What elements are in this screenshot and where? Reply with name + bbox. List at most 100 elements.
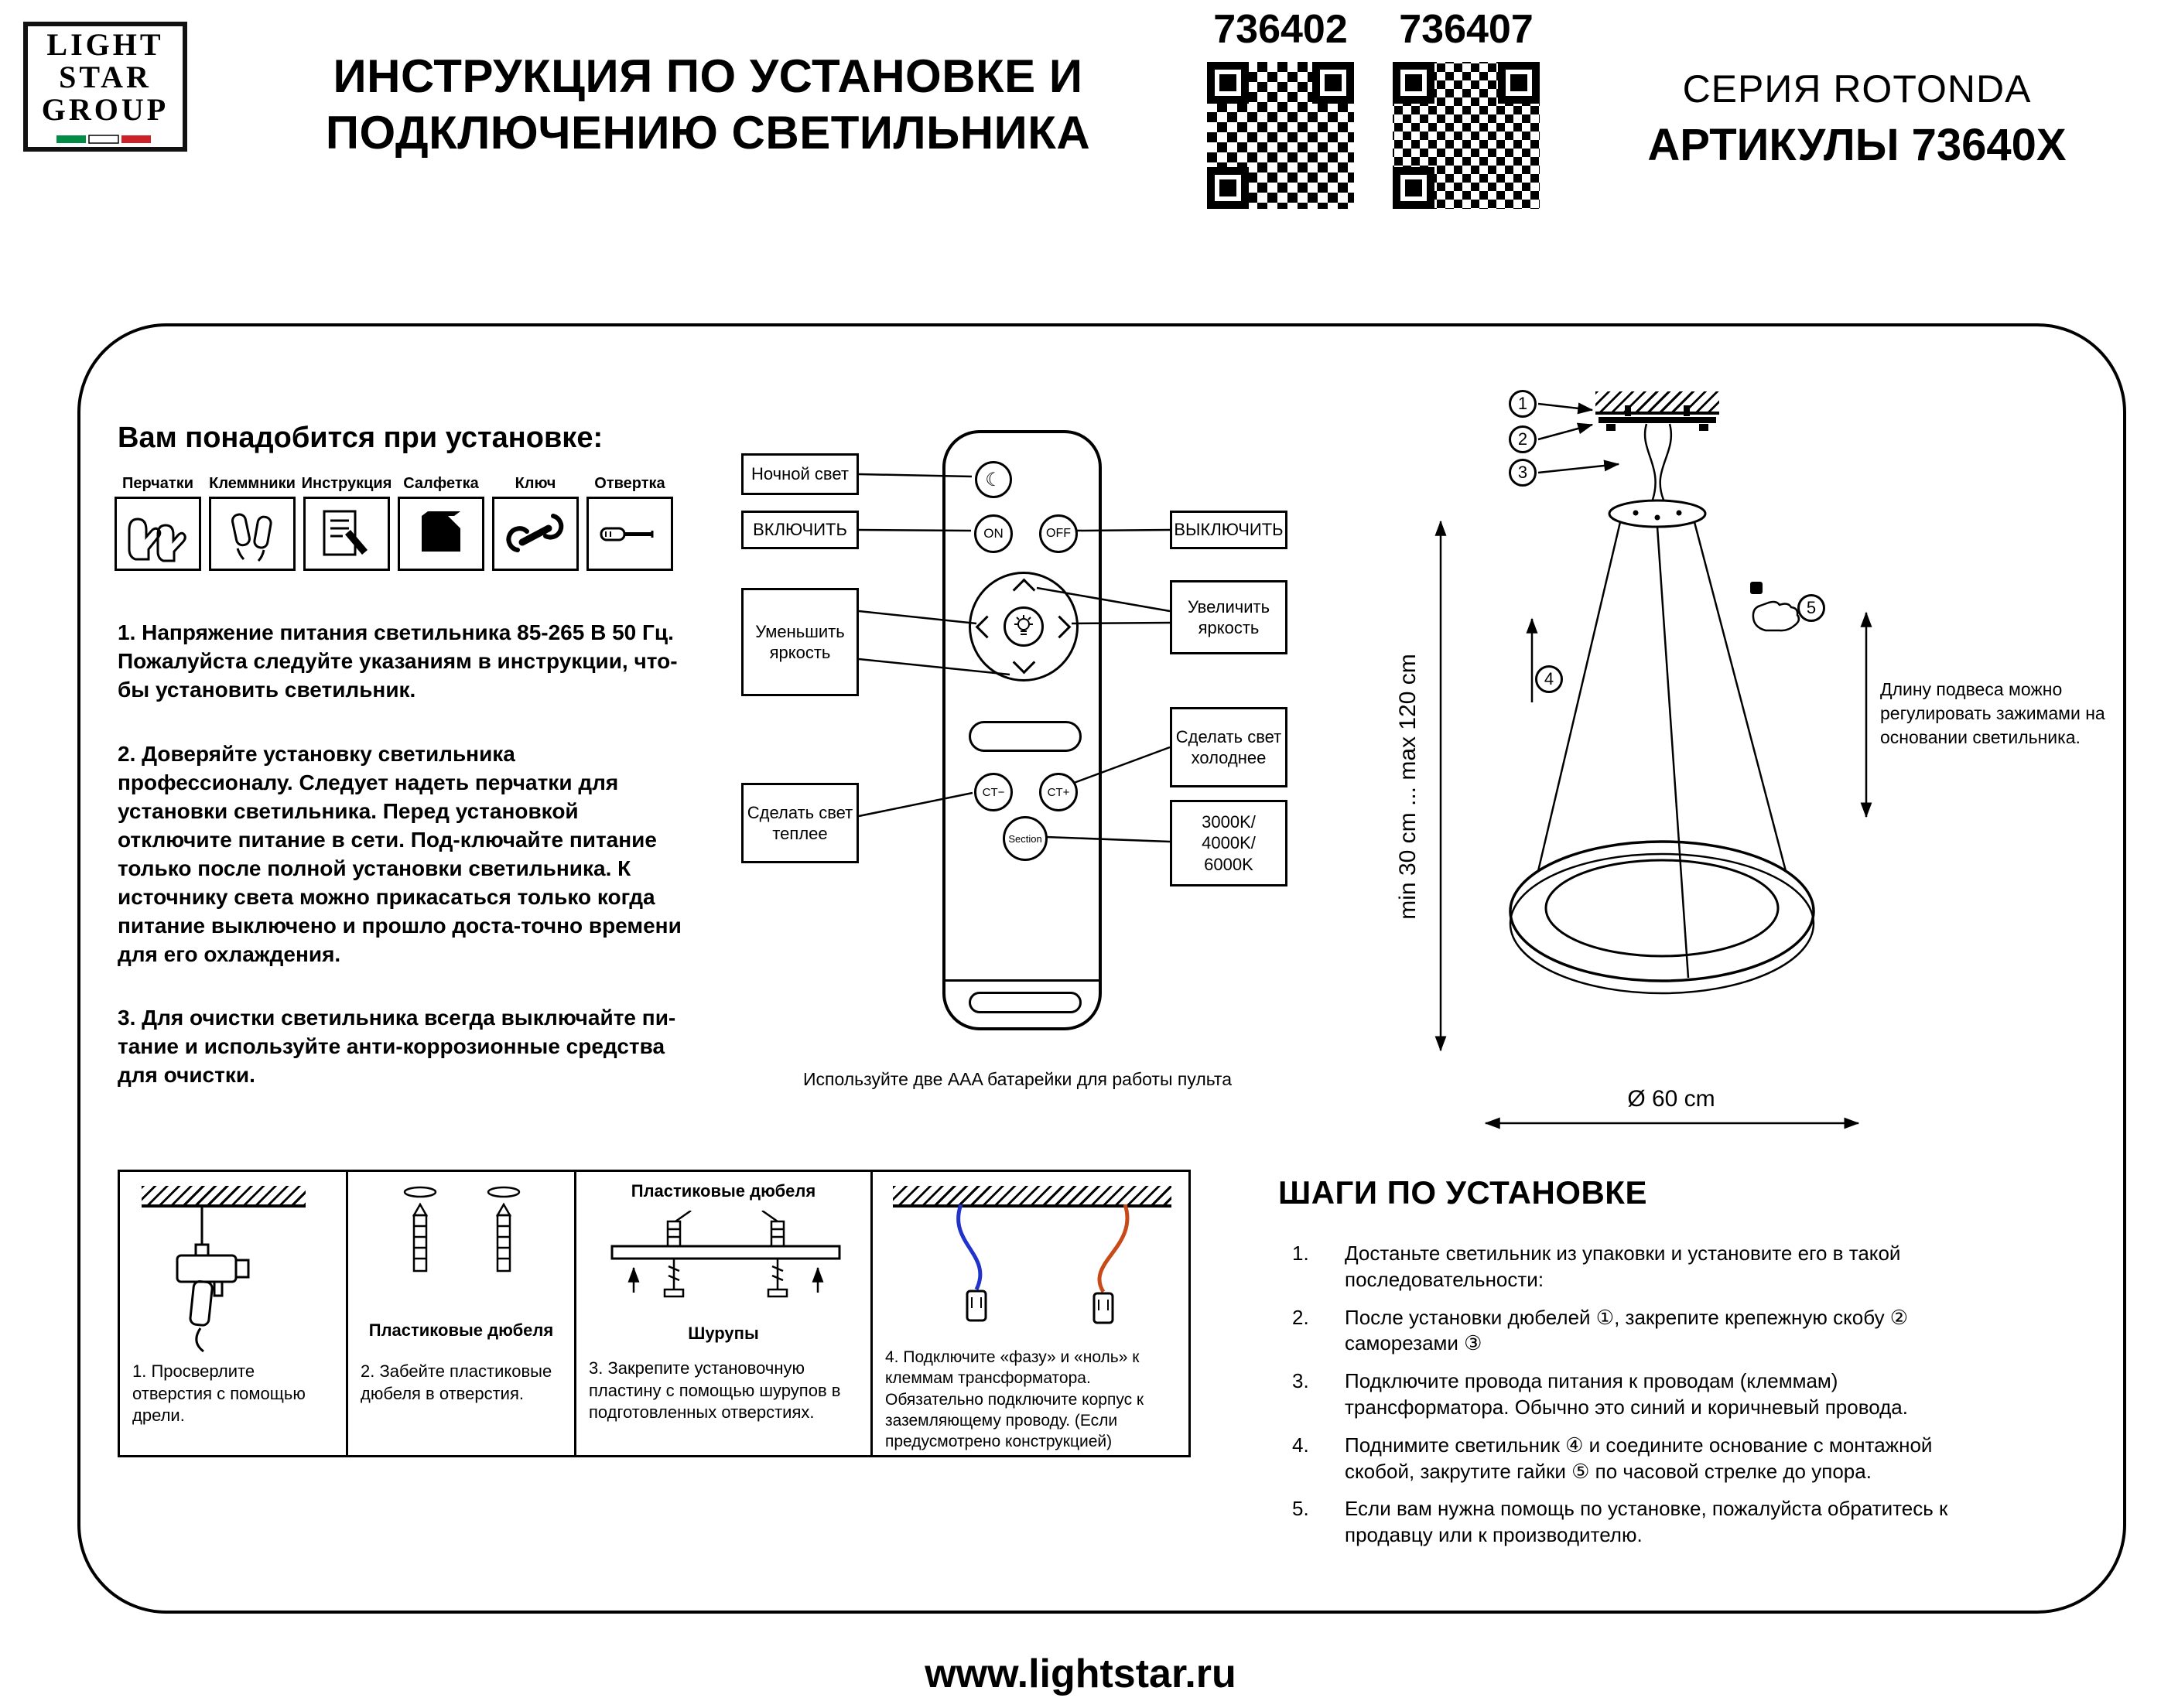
ceiling-hatch <box>1595 391 1719 415</box>
napkin-icon <box>422 511 460 552</box>
callout-1: 1 <box>1509 390 1537 418</box>
title-line: ПОДКЛЮЧЕНИЮ СВЕТИЛЬНИКА <box>325 107 1091 159</box>
tool-napkin: Салфетка <box>398 475 484 571</box>
tools-row: Перчатки Клеммники <box>115 475 673 571</box>
screwdriver-icon <box>600 527 654 541</box>
arrow-right-icon <box>1048 615 1072 639</box>
logo-text: GROUP <box>41 92 169 127</box>
safety-warnings: 1. Напряжение питания светильника 85-265… <box>118 619 690 1126</box>
italian-flag-icon <box>56 135 151 144</box>
label-turn-off: ВЫКЛЮЧИТЬ <box>1170 511 1287 549</box>
on-button: ON <box>974 514 1013 553</box>
neutral-wire <box>956 1204 983 1291</box>
step-item: 1. Достаньте светильник из упаковки и ус… <box>1292 1242 1901 1291</box>
ct-plus-button: CT+ <box>1039 773 1078 811</box>
callout-5: 5 <box>1797 594 1825 622</box>
panel-plate: Пластиковые дюбеля <box>574 1170 873 1457</box>
mounting-plate-icon <box>610 1211 841 1298</box>
wrench-icon <box>506 514 564 552</box>
battery-cover-notch <box>969 992 1082 1013</box>
qr-unit-2: 736407 <box>1387 6 1546 215</box>
battery-cover-line <box>945 979 1099 982</box>
callout-4: 4 <box>1535 665 1563 693</box>
qr-unit-1: 736402 <box>1201 6 1360 215</box>
panel-label: Пластиковые дюбеля <box>631 1181 816 1201</box>
panel-caption: 1. Просверлите отверстия с помощью дрели… <box>132 1361 306 1426</box>
qr-finder <box>1207 167 1249 209</box>
gloves-icon <box>128 518 186 562</box>
step-item: 3. Подключите провода питания к проводам… <box>1292 1369 1908 1419</box>
moon-icon: ☾ <box>985 469 1002 490</box>
warning-2: 2. Доверяйте установку светильника профе… <box>118 741 682 966</box>
drill-icon <box>176 1208 250 1353</box>
bulb-icon <box>1014 615 1033 635</box>
tools-heading: Вам понадобится при установке: <box>118 422 604 454</box>
article-number: 736407 <box>1399 7 1534 52</box>
diameter-label: Ø 60 cm <box>1627 1086 1715 1112</box>
warning-1: 1. Напряжение питания светильника 85-265… <box>118 620 678 702</box>
ct-minus-button: CT− <box>974 773 1013 811</box>
label-cooler: Сделать свет холоднее <box>1170 707 1287 787</box>
qr-code <box>1387 56 1546 215</box>
title-line: ИНСТРУКЦИЯ ПО УСТАНОВКЕ И <box>333 50 1083 102</box>
lightstar-logo: LIGHT STAR GROUP <box>23 22 187 152</box>
panel-drill: 1. Просверлите отверстия с помощью дрели… <box>118 1170 348 1457</box>
terminal-blocks-icon <box>231 513 272 562</box>
logo-text: STAR <box>59 60 152 94</box>
section-button: Section <box>1003 816 1048 861</box>
wire-connector <box>966 1290 987 1322</box>
callout-2: 2 <box>1509 425 1537 453</box>
warning-3: 3. Для очистки светильника всегда выключ… <box>118 1006 676 1088</box>
night-light-button: ☾ <box>975 461 1012 498</box>
spare-button <box>969 721 1082 752</box>
step-item: 5. Если вам нужна помощь по установке, п… <box>1292 1497 1948 1547</box>
tool-instruction: Инструкция <box>302 475 392 571</box>
dpad-ring <box>969 572 1079 681</box>
steps-list: 1. Достаньте светильник из упаковки и ус… <box>1278 1241 1998 1560</box>
website-url: www.lightstar.ru <box>925 1652 1236 1696</box>
step-item: 2. После установки дюбелей ①, закрепите … <box>1292 1305 1909 1355</box>
panel-caption: 2. Забейте пластиковые дюбеля в отверсти… <box>361 1361 552 1403</box>
steps-heading: ШАГИ ПО УСТАНОВКЕ <box>1278 1174 1647 1211</box>
callout-3: 3 <box>1509 459 1537 487</box>
label-night-light: Ночной свет <box>741 453 859 495</box>
suspension-adjust-note: Длину подвеса можно регулировать зажимам… <box>1880 679 2105 748</box>
phase-wire <box>1097 1204 1130 1293</box>
arrow-up-icon <box>1012 578 1036 602</box>
article-number: 736402 <box>1213 7 1348 52</box>
qr-finder <box>1207 62 1249 104</box>
articles-code: АРТИКУЛЫ 73640X <box>1647 120 2067 170</box>
brightness-center-button <box>1004 606 1044 647</box>
arrow-down-icon <box>1012 651 1036 675</box>
page-title: ИНСТРУКЦИЯ ПО УСТАНОВКЕ И ПОДКЛЮЧЕНИЮ СВ… <box>255 48 1161 161</box>
panel-wiring: 4. Подключите «фазу» и «ноль» к клеммам … <box>870 1170 1191 1457</box>
label-warmer: Сделать свет теплее <box>741 783 859 863</box>
step-item: 4. Поднимите светильник ④ и соедините ос… <box>1292 1433 1933 1483</box>
tool-wrench: Ключ <box>492 475 579 571</box>
tool-gloves: Перчатки <box>115 475 201 571</box>
arrow-left-icon <box>975 615 999 639</box>
panel-dowels: Пластиковые дюбеля 2. Забейте пластиковы… <box>346 1170 576 1457</box>
mounting-panels: 1. Просверлите отверстия с помощью дрели… <box>118 1170 1191 1457</box>
height-range-label: min 30 cm ... max 120 cm <box>1395 654 1421 920</box>
ceiling-hatch <box>142 1186 306 1208</box>
panel-label: Шурупы <box>688 1324 759 1343</box>
series-name: СЕРИЯ ROTONDA <box>1682 67 2032 111</box>
wires-icon <box>956 1204 1130 1324</box>
label-decrease-brightness: Уменьшить яркость <box>741 588 859 696</box>
qr-finder <box>1393 167 1434 209</box>
wire-connector <box>1092 1292 1114 1324</box>
tool-screwdriver: Отвертка <box>586 475 673 571</box>
remote-control: ☾ ON OFF CT− <box>942 430 1102 1030</box>
label-color-temps: 3000K/ 4000K/ 6000K <box>1170 800 1287 886</box>
off-button: OFF <box>1039 514 1078 553</box>
panel-caption: 3. Закрепите установочную пластину с пом… <box>589 1358 841 1423</box>
qr-finder <box>1393 62 1434 104</box>
series-block: СЕРИЯ ROTONDA АРТИКУЛЫ 73640X <box>1621 67 2093 171</box>
ceiling-hatch <box>893 1186 1171 1208</box>
panel-caption: 4. Подключите «фазу» и «ноль» к клеммам … <box>885 1348 1144 1451</box>
qr-code <box>1201 56 1360 215</box>
label-turn-on: ВКЛЮЧИТЬ <box>741 511 859 549</box>
panel-label: Пластиковые дюбеля <box>368 1320 554 1340</box>
